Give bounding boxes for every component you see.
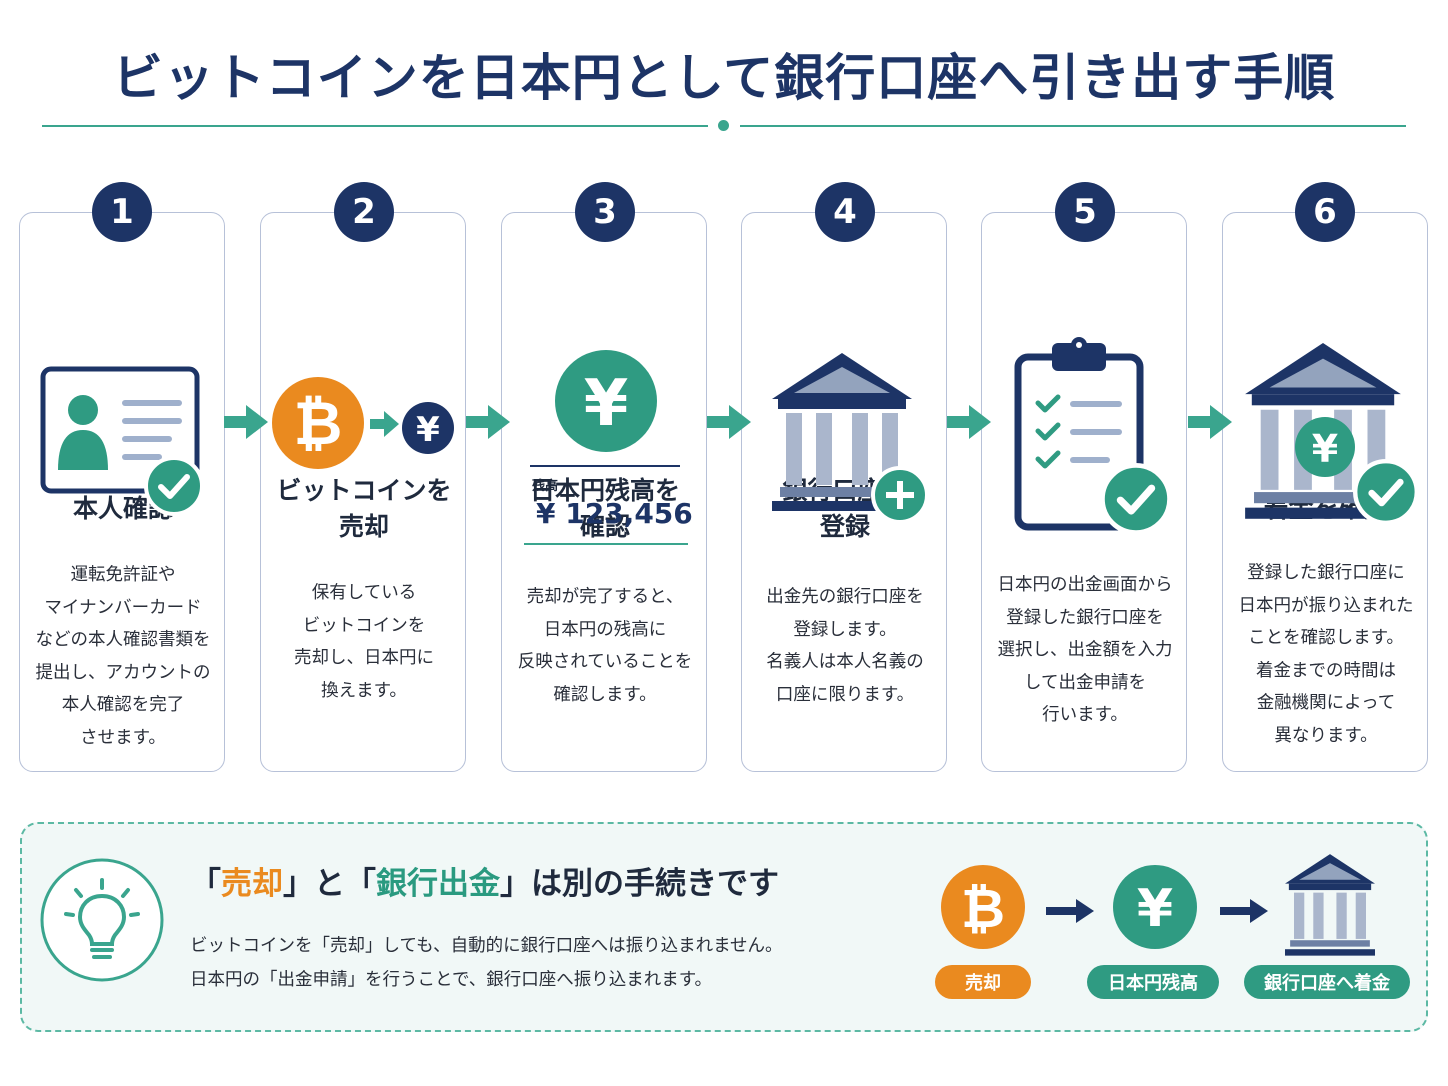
flow-label-bank-deposit: 銀行口座へ着金 (1244, 965, 1410, 999)
yen-coin-icon: ¥ (555, 350, 657, 452)
arrow-right-icon (1220, 899, 1268, 923)
tip-box (20, 822, 1428, 1032)
svg-text:¥: ¥ (416, 410, 440, 450)
step-description: 登録した銀行口座に 日本円が振り込まれた ことを確認します。 着金までの時間は … (1238, 563, 1414, 746)
step-card-6: 着金を確認 ¥ 登録した銀行口座に 日本円が振り込まれた ことを確認します。 着… (1222, 212, 1428, 772)
arrow-right-icon (1046, 899, 1094, 923)
step-number-6: 6 (1295, 182, 1355, 242)
balance-value: ¥ 123,456 (536, 497, 693, 530)
yen-icon: ¥ (1113, 865, 1197, 949)
page-title: ビットコインを日本円として銀行口座へ引き出す手順 (112, 49, 1336, 107)
tip-line-1: ビットコインを「売却」しても、自動的に銀行口座へは振り込まれません。 (190, 936, 783, 956)
tip-heading-open1: 「 (190, 866, 221, 902)
step-number-5: 5 (1055, 182, 1115, 242)
tip-heading-term-withdraw: 銀行出金 (376, 866, 500, 902)
bitcoin-to-yen-icon: ₿ ¥ (272, 377, 454, 469)
step-card-2: ビットコインを 売却 ₿ ¥ 保有している ビットコインを 売却し、日本円に 換… (260, 212, 466, 772)
step-card-5: 出金申請 日本円の出金画面から 登録した銀行口座を 選択し、出金額を入力 して出… (981, 212, 1187, 772)
tip-heading-close2: 」 (500, 866, 531, 902)
lightbulb-icon (40, 858, 164, 982)
bank-add-icon (772, 353, 929, 524)
tip-heading-rest: は別の手続きです (531, 866, 779, 902)
tip-line-2: 日本円の「出金申請」を行うことで、銀行口座へ振り込まれます。 (190, 970, 713, 990)
step-title: ビットコインを 売却 (276, 476, 452, 541)
arrow-right-icon (224, 405, 268, 439)
step-number-1: 1 (92, 182, 152, 242)
step-number-2: 2 (334, 182, 394, 242)
svg-text:₿: ₿ (294, 389, 343, 459)
clipboard-check-icon (1014, 337, 1184, 535)
id-card-check-icon (40, 366, 205, 516)
step-card-3: 日本円残高を 確認 ¥ 残高 ¥ 123,456 売却が完了すると、 日本円の残… (501, 212, 707, 772)
svg-text:₿: ₿ (961, 877, 1005, 940)
tip-heading-close1: 」 (283, 866, 314, 902)
svg-text:¥: ¥ (1137, 879, 1173, 939)
step-number-3: 3 (575, 182, 635, 242)
step-description: 売却が完了すると、 日本円の残高に 反映されていることを 確認します。 (517, 587, 693, 705)
svg-text:¥: ¥ (1312, 427, 1338, 471)
bank-icon (1285, 854, 1375, 956)
step-card-4: 銀行口座を 登録 出金先の銀行口座を 登録します。 名義人は本人名義の 口座に限… (741, 212, 947, 772)
bitcoin-icon: ₿ (941, 865, 1025, 949)
tip-heading: 「売却」と「銀行出金」は別の手続きです (190, 858, 779, 903)
tip-heading-open2: 「 (345, 866, 376, 902)
step-number-4: 4 (815, 182, 875, 242)
tip-heading-and: と (314, 866, 345, 902)
arrow-right-icon (707, 405, 751, 439)
svg-text:¥: ¥ (584, 367, 629, 441)
title-divider-left (42, 125, 708, 127)
step-description: 運転免許証や マイナンバーカード などの本人確認書類を 提出し、アカウントの 本… (35, 565, 211, 748)
step-description: 保有している ビットコインを 売却し、日本円に 換えます。 (294, 583, 434, 701)
title-divider-dot (718, 120, 729, 131)
balance-top-rule (530, 465, 680, 467)
step-description: 日本円の出金画面から 登録した銀行口座を 選択し、出金額を入力 して出金申請を … (997, 575, 1173, 725)
step-card-1: 本人確認 運転免許証や マイナンバーカード などの本人確認書類を 提出し、アカウ… (19, 212, 225, 772)
step-description: 出金先の銀行口座を 登録します。 名義人は本人名義の 口座に限ります。 (766, 587, 924, 705)
flow-label-sell: 売却 (935, 965, 1031, 999)
arrow-right-icon (466, 405, 510, 439)
bank-yen-check-icon: ¥ (1245, 343, 1420, 533)
balance-label: 残高 (532, 479, 559, 494)
flow-label-yen-balance: 日本円残高 (1087, 965, 1219, 999)
step-title: 日本円残高を 確認 (529, 476, 680, 541)
arrow-right-icon (947, 405, 991, 439)
tip-heading-term-sell: 売却 (221, 866, 283, 902)
arrow-right-icon (1188, 405, 1232, 439)
balance-bottom-rule (524, 543, 688, 545)
title-divider-right (740, 125, 1406, 127)
